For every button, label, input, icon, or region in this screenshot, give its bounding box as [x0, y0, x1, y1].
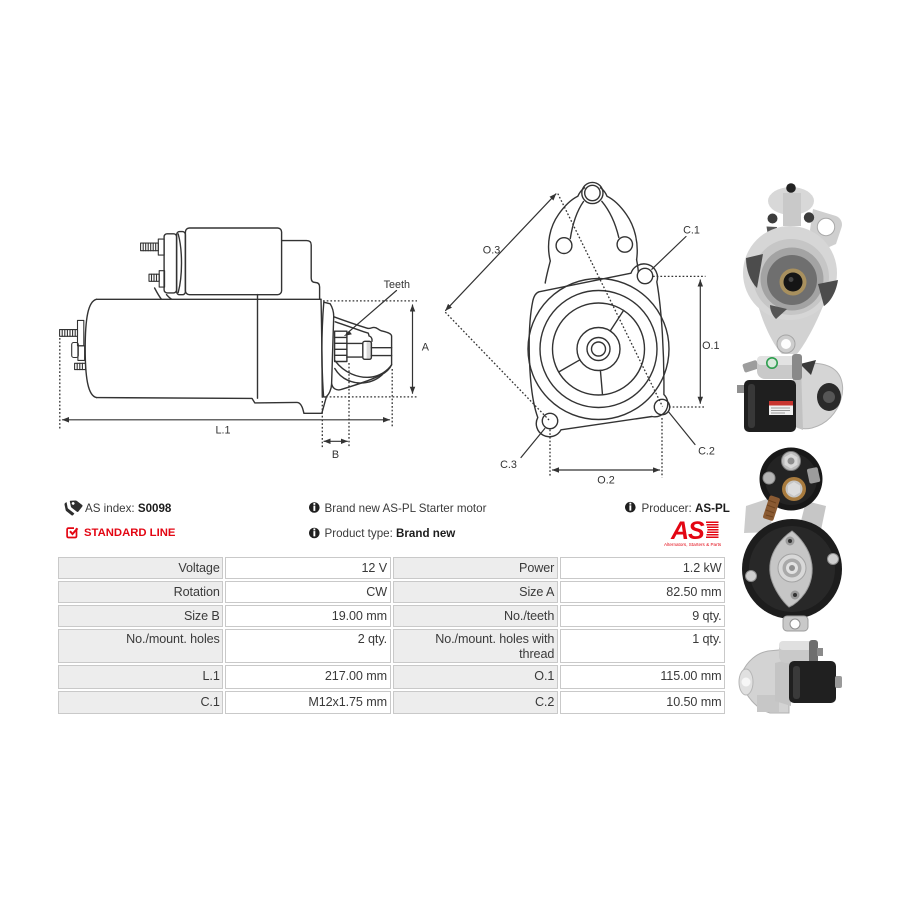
svg-text:O.2: O.2: [597, 475, 614, 487]
svg-text:Alternators, Starters & Parts: Alternators, Starters & Parts: [664, 542, 722, 547]
svg-text:O.3: O.3: [483, 245, 500, 257]
svg-text:C.3: C.3: [500, 459, 517, 471]
svg-text:O.1: O.1: [702, 340, 719, 352]
svg-text:AS: AS: [670, 517, 705, 545]
svg-text:C.1: C.1: [683, 225, 700, 237]
svg-text:B: B: [332, 449, 339, 461]
svg-text:C.2: C.2: [698, 446, 715, 458]
svg-text:A: A: [422, 342, 430, 354]
svg-text:Teeth: Teeth: [384, 279, 410, 291]
svg-text:L.1: L.1: [215, 425, 230, 437]
